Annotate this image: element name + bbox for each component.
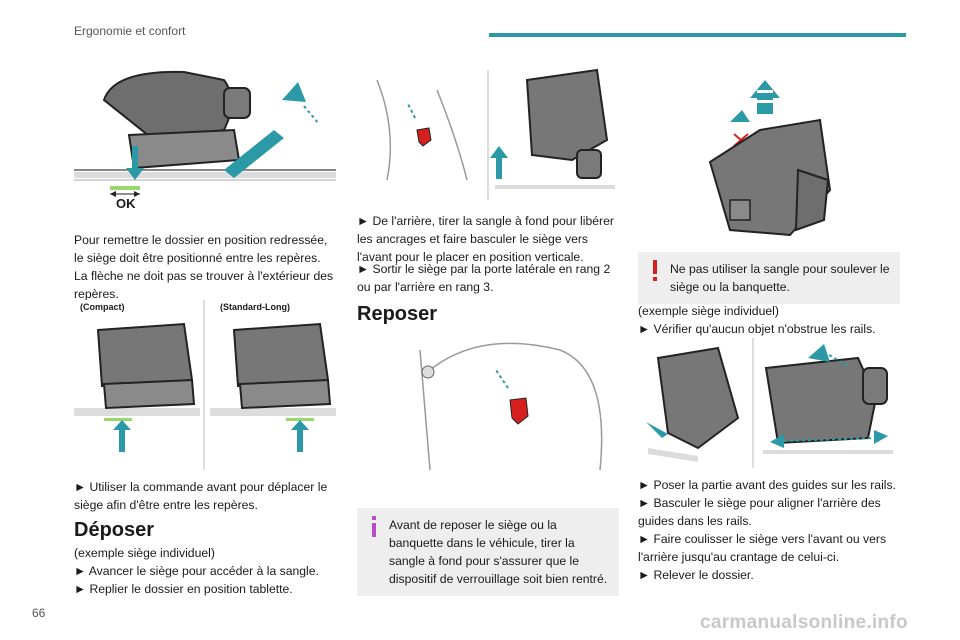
instruction-reposer-steps: ► Poser la partie avant des guides sur l… — [638, 478, 896, 582]
watermark: carmanualsonline.info — [700, 612, 908, 633]
page-number: 66 — [32, 606, 46, 620]
info-box: Avant de reposer le siège ou la banquett… — [357, 508, 619, 596]
ok-label: OK — [116, 196, 136, 211]
warning-box: Ne pas utiliser la sangle pour soulever … — [638, 252, 900, 304]
section-title: Ergonomie et confort — [74, 24, 186, 38]
instruction-check-rails: (exemple siège individuel) ► Vérifier qu… — [638, 304, 876, 336]
info-icon — [372, 516, 376, 537]
warning-text: Ne pas utiliser la sangle pour soulever … — [670, 262, 890, 294]
instruction-deposer: (exemple siège individuel) ► Avancer le … — [74, 546, 319, 596]
figure-rails-guides — [638, 338, 900, 468]
heading-reposer: Reposer — [357, 303, 438, 325]
figure-compact-standard-long: (Compact) (Standard-Long) — [74, 300, 336, 470]
instruction-pull-strap: ► De l'arrière, tirer la sangle à fond p… — [357, 214, 614, 264]
header-accent-bar — [489, 33, 906, 37]
instruction-front-control: ► Utiliser la commande avant pour déplac… — [74, 480, 328, 512]
warning-icon — [653, 260, 657, 281]
figure-seat-vertical — [700, 70, 850, 245]
label-compact: (Compact) — [80, 302, 125, 312]
instruction-remove-seat: ► Sortir le siège par la porte latérale … — [357, 262, 611, 294]
instruction-reposition-backrest: Pour remettre le dossier en position red… — [74, 233, 334, 301]
info-text: Avant de reposer le siège ou la banquett… — [389, 518, 608, 586]
label-standard-long: (Standard-Long) — [220, 302, 290, 312]
figure-seat-position-ok: OK — [74, 60, 336, 218]
figure-reposer-handle — [400, 330, 615, 480]
heading-deposer: Déposer — [74, 519, 155, 541]
figure-pull-strap — [357, 60, 619, 200]
